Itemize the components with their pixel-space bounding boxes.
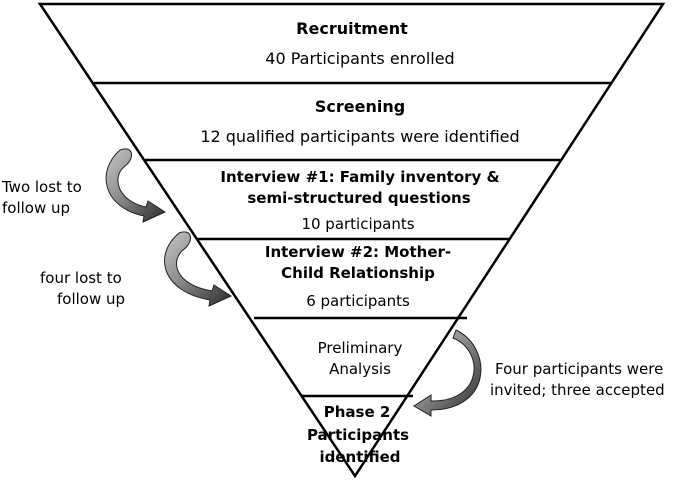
annotation-invited-line1: Four participants were: [495, 360, 664, 378]
stage-recruitment-title: Recruitment: [296, 19, 408, 38]
stage-phase2-line3: identified: [319, 448, 401, 466]
curved-arrow-icon: [413, 329, 482, 417]
stage-interview-2-detail: 6 participants: [306, 292, 410, 310]
stage-analysis-line1: Preliminary: [317, 339, 403, 357]
stage-interview-1-title-line1: Interview #1: Family inventory &: [220, 168, 500, 186]
stage-interview-2-title-line1: Interview #2: Mother-: [264, 243, 452, 261]
stage-phase2-line2: Participants: [306, 426, 410, 444]
stage-screening-title: Screening: [314, 97, 406, 116]
stage-recruitment-detail: 40 Participants enrolled: [265, 49, 455, 68]
annotation-four-lost-line2: follow up: [57, 290, 126, 308]
stage-interview-1-title-line2: semi-structured questions: [247, 189, 471, 207]
annotation-four-lost-line1: four lost to: [40, 269, 122, 287]
stage-screening-detail: 12 qualified participants were identifie…: [200, 127, 520, 146]
curved-arrow-icon: [105, 148, 167, 223]
annotation-invited-line2: invited; three accepted: [490, 381, 665, 399]
stage-analysis-line2: Analysis: [329, 360, 391, 378]
curved-arrow-icon: [164, 231, 233, 307]
annotation-two-lost-line2: follow up: [2, 199, 71, 217]
stage-phase2-line1: Phase 2: [323, 403, 391, 421]
stage-interview-2-title-line2: Child Relationship: [281, 264, 435, 282]
annotation-two-lost-line1: Two lost to: [2, 178, 82, 196]
stage-interview-1-detail: 10 participants: [301, 215, 415, 233]
